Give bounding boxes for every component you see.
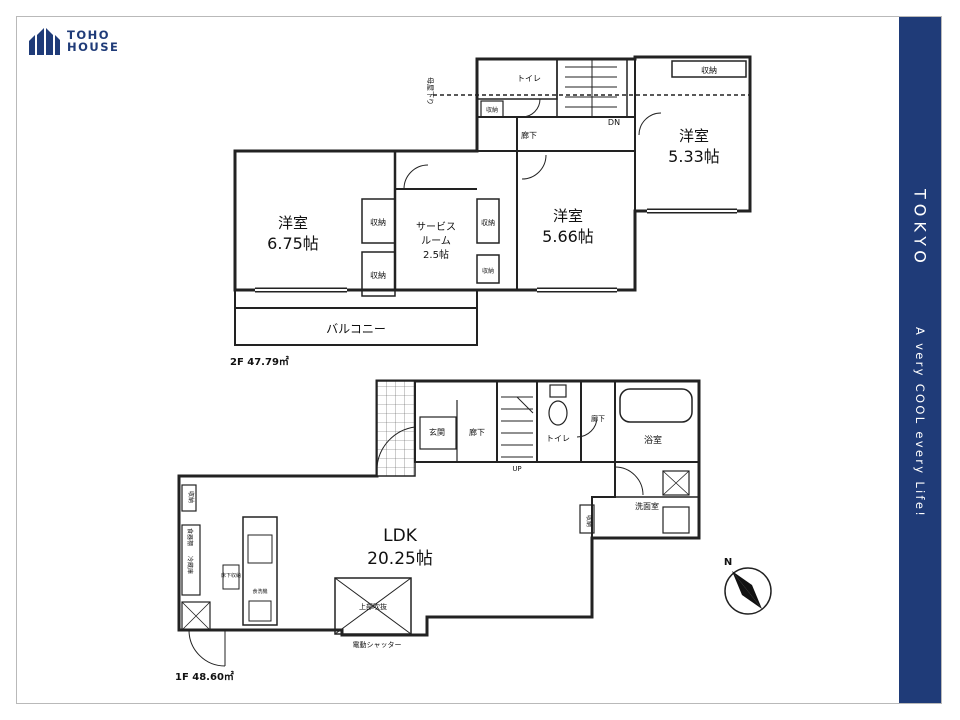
room-2f-west-b-size: 5.66帖 [542, 227, 594, 246]
cabinet-1-label: 食器棚 [186, 528, 194, 546]
sidebar-slogan: A very COOL every Life! [913, 327, 927, 519]
room-2f-service-name1: サービス [416, 221, 456, 233]
brand-mark-icon [29, 28, 60, 55]
toilet-1f-label: トイレ [546, 434, 570, 443]
toilet-2f-label: トイレ [517, 74, 541, 83]
dishwasher-label: 食洗機 [252, 588, 267, 595]
room-2f-service-size: 2.5帖 [423, 248, 449, 261]
floor-1-plan [177, 379, 701, 667]
brand-sidebar: TOKYO A very COOL every Life! [899, 17, 941, 703]
cabinet-2-label: 冷蔵庫 [186, 556, 194, 574]
hallway-2f-label: 廊下 [521, 130, 537, 140]
room-2f-west-a-size: 6.75帖 [267, 234, 319, 253]
brand-line2: HOUSE [67, 40, 120, 54]
floor-plan-frame: TOHO HOUSE [16, 16, 942, 704]
stairs-1f-dir: UP [512, 465, 521, 473]
floor-1-labels: LDK 20.25帖 玄関 廊下 トイレ 廊下 浴室 洗面室 UP 収納 収納 … [175, 414, 662, 683]
compass-north: N [724, 557, 732, 568]
ceiling-note: 母屋下り [426, 77, 434, 105]
floor-1-outer-wall [177, 379, 701, 637]
upper-void-label: 上部吹抜 [359, 602, 387, 611]
stairs-2f-dir: DN [608, 118, 620, 127]
hallway-1f-2-label: 廊下 [591, 414, 605, 423]
storage-1f-1: 収納 [585, 515, 593, 527]
floor-2-plan [233, 55, 752, 346]
storage-2f-2: 収納 [370, 270, 386, 280]
upper-void [334, 577, 412, 635]
storage-2f-3: 収納 [481, 218, 495, 227]
floor-2-labels: 洋室 6.75帖 サービス ルーム 2.5帖 洋室 5.66帖 洋室 5.33帖… [230, 65, 720, 368]
balcony-label: バルコニー [326, 322, 386, 336]
storage-1f-2: 収納 [187, 491, 195, 503]
ldk-size: 20.25帖 [367, 549, 433, 569]
floor-1-area: 1F 48.60㎡ [175, 670, 234, 683]
room-2f-west-c-size: 5.33帖 [668, 147, 720, 166]
underfloor-storage-label: 床下収納 [221, 572, 241, 579]
storage-2f-5: 収納 [701, 65, 717, 75]
storage-2f-6: 収納 [486, 106, 498, 114]
entrance-label: 玄関 [429, 427, 445, 437]
storage-2f-1: 収納 [370, 217, 386, 227]
sidebar-city: TOKYO [910, 189, 930, 268]
bath-label: 浴室 [644, 434, 662, 446]
hallway-1f-label: 廊下 [469, 427, 485, 437]
balcony [234, 307, 478, 346]
ldk-name: LDK [383, 526, 418, 546]
shutter-label: 電動シャッター [353, 640, 402, 649]
compass-icon: N [724, 557, 772, 615]
floor-2-area: 2F 47.79㎡ [230, 355, 289, 368]
storage-2f-4: 収納 [482, 267, 494, 275]
room-2f-west-c-name: 洋室 [679, 127, 709, 145]
room-2f-west-b-name: 洋室 [553, 207, 583, 225]
floor-plan-drawing: 洋室 6.75帖 サービス ルーム 2.5帖 洋室 5.66帖 洋室 5.33帖… [175, 55, 772, 683]
brand-name: TOHO HOUSE [67, 29, 119, 53]
brand-logo: TOHO HOUSE [27, 27, 119, 55]
brand-line1: TOHO [67, 28, 111, 42]
washroom-label: 洗面室 [635, 501, 659, 511]
room-2f-service-name2: ルーム [421, 235, 451, 247]
room-2f-west-a-name: 洋室 [278, 214, 308, 232]
